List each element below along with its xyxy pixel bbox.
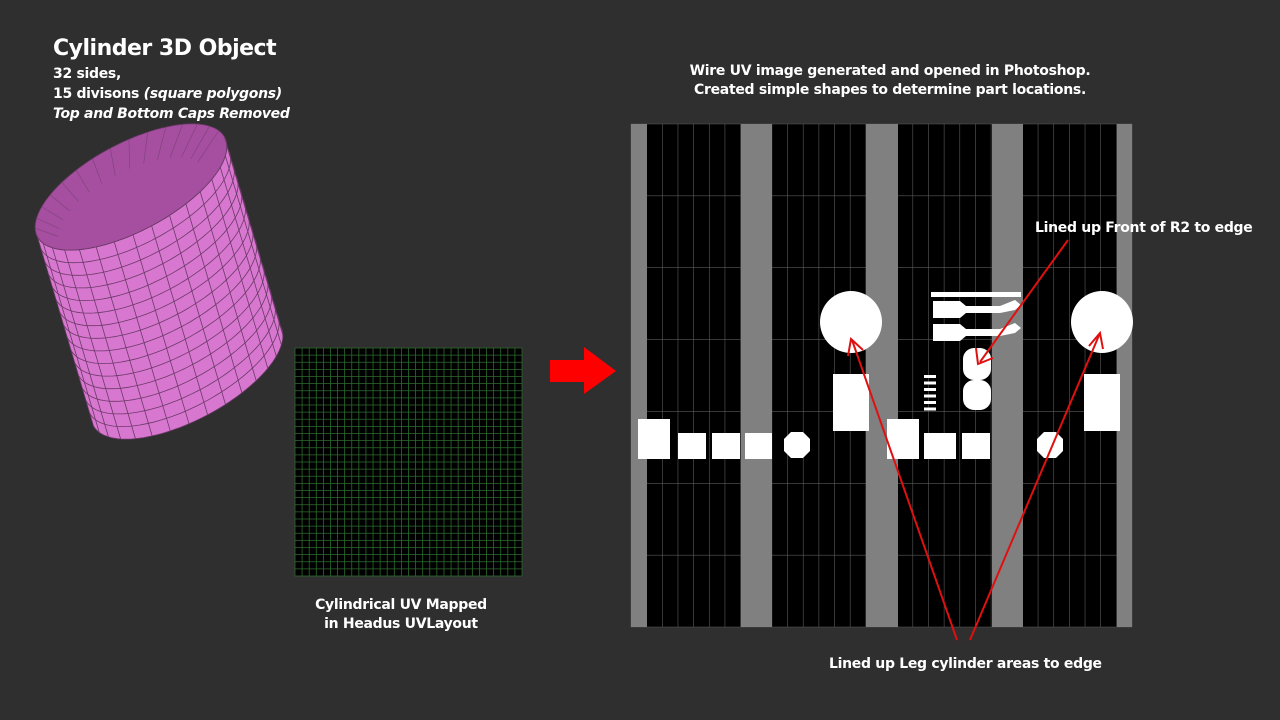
vent-stripe [924,401,936,404]
cylinder-side-line [226,145,284,335]
vent-stripe [924,388,936,391]
cylinder-inner-line [36,217,60,229]
cylinder-inner-line [169,124,183,158]
vent-stripe [924,375,936,378]
vent-stripe [924,407,936,411]
photoshop-caption-line: Wire UV image generated and opened in Ph… [689,63,1091,79]
part-rect [924,433,956,459]
part-lens [933,300,1021,318]
cylinder-side-line [199,191,257,381]
part-strip [931,292,1021,297]
cylinder-side-line [37,236,94,426]
cylinder-inner-surface [35,123,227,251]
spec-caps: Top and Bottom Caps Removed [53,104,290,124]
cylinder-side-line [95,246,153,437]
part-shapes [638,291,1133,459]
cylinder-inner-line [143,132,149,164]
pointer-line-front [979,239,1069,363]
cylinder-inner-line [92,158,103,184]
gray-band [741,124,772,627]
gray-band [866,124,898,627]
cylinder-side-line [151,225,209,415]
annotation-pointers [847,239,1104,641]
part-rect [638,419,670,459]
spec-divisions: 15 divisons (square polygons) [53,84,290,104]
gray-band [631,124,647,627]
gray-band [992,124,1023,627]
uvlayout-caption-line: in Headus UVLayout [324,616,478,632]
gray-bands [631,124,1132,627]
spec-divisions-text: 15 divisons [53,86,144,102]
pointer-line-leg-right [969,332,1101,641]
gray-band [1117,124,1132,627]
cylinder-side-line [79,249,136,439]
uv-layout-grid [294,347,523,577]
cylinder-side-line [52,247,109,437]
cylinder-inner-line [61,182,79,202]
part-circle [1071,291,1133,353]
photoshop-uv-image [630,123,1133,628]
annotation-leg-label: Lined up Leg cylinder areas to edge [829,656,1102,672]
photoshop-caption-line: Created simple shapes to determine part … [694,82,1086,98]
photoshop-caption: Wire UV image generated and opened in Ph… [640,62,1140,100]
cylinder-inner-line [35,227,59,237]
part-rect [678,433,706,459]
part-octagon [784,432,810,458]
cylinder-inner-line [157,126,167,160]
cylinder-side-line [42,243,100,433]
cylinder-side-line [224,155,282,346]
vent-stripe [924,381,936,385]
uvlayout-caption-line: Cylindrical UV Mapped [315,597,487,613]
annotation-front-label: Lined up Front of R2 to edge [1035,220,1253,236]
cylinder-specs: 32 sides, 15 divisons (square polygons) … [53,64,290,124]
cylinder-inner-line [110,148,116,176]
cylinder-inner-line [50,194,70,212]
part-rect [833,374,869,431]
spec-caps-text: Top and Bottom Caps Removed [53,106,290,122]
part-rect [962,433,990,459]
cylinder-side-line [185,203,243,393]
spec-divisions-note: (square polygons) [143,86,283,102]
part-lens [933,323,1021,341]
vent-stripe [924,394,936,398]
cylinder-side-line [64,249,122,440]
cylinder-side-line [132,234,190,424]
cylinder-inner-line [181,123,198,158]
part-rect [712,433,740,459]
pointer-line-leg-left [851,339,958,641]
arrowhead-icon [847,337,864,357]
part-octagon [1037,432,1063,458]
part-circle [820,291,882,353]
part-rect [1084,374,1120,431]
right-arrow-icon [550,347,616,394]
cylinder-side-line [211,179,269,369]
cylinder-side-line [169,215,226,405]
arrowhead-icon [975,347,994,366]
uvlayout-caption: Cylindrical UV Mapped in Headus UVLayout [286,596,516,634]
cylinder-3d-model [34,123,284,440]
arrowhead-icon [1088,330,1104,350]
part-rect [745,433,772,459]
cylinder-inner-line [190,126,210,159]
slide-title: Cylinder 3D Object [53,36,277,61]
part-capsule [963,380,991,410]
cylinder-side-line [219,167,277,357]
cylinder-side-line [113,241,171,432]
spec-sides: 32 sides, [53,66,121,82]
cylinder-inner-line [41,206,64,221]
part-vent-stripes [924,375,936,411]
cylinder-inner-line [197,130,220,163]
cylinder-inner-line [75,169,90,193]
